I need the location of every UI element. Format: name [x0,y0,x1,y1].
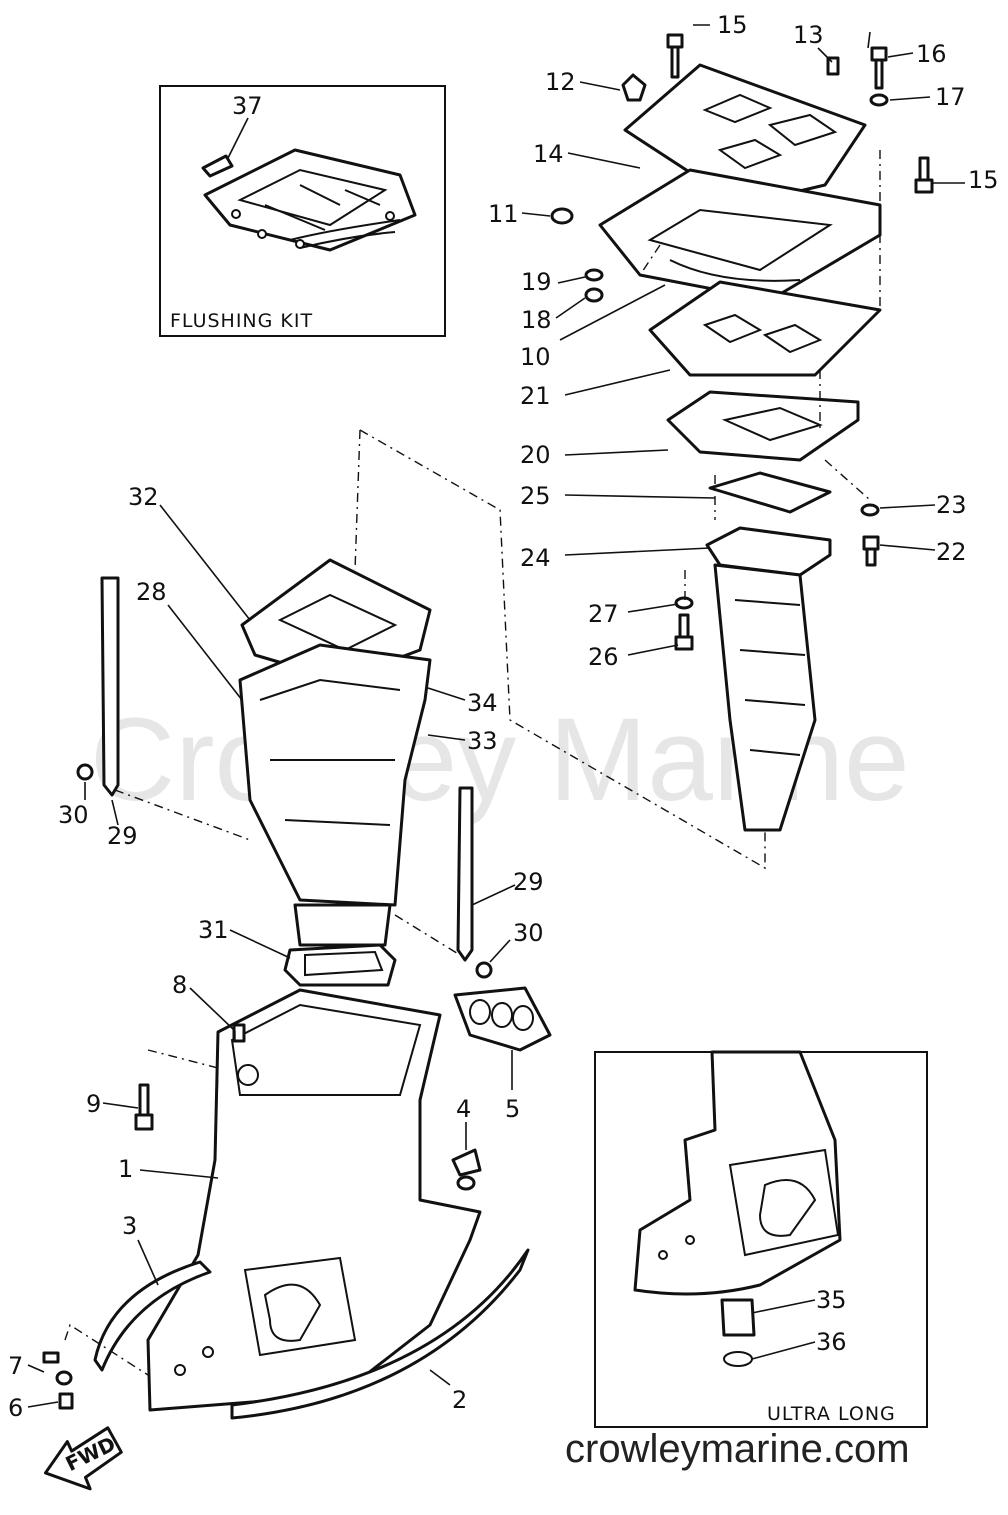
callout-10: 10 [520,343,551,371]
ultra-long-label: ULTRA LONG [767,1403,896,1425]
callout-27: 27 [588,600,619,628]
callout-26: 26 [588,643,619,671]
callout-3: 3 [122,1212,137,1240]
callout-leader-lines [27,24,965,1408]
fwd-arrow: FWD [43,1426,123,1491]
callout-37: 37 [232,92,263,120]
callout-5: 5 [505,1095,520,1123]
callout-35: 35 [816,1286,847,1314]
callout-18: 18 [521,306,552,334]
callout-1: 1 [118,1155,133,1183]
callout-30b: 30 [513,919,544,947]
callout-6: 6 [8,1394,23,1422]
ultra-long-inset: ULTRA LONG [594,1050,928,1428]
callout-8: 8 [172,971,187,999]
callout-22: 22 [936,538,967,566]
callout-30a: 30 [58,801,89,829]
exhaust-guide-assembly [550,33,934,832]
callout-numbers: 1 2 3 4 5 6 7 8 9 10 11 12 13 14 15 15 1… [8,11,999,1422]
callout-25: 25 [520,482,551,510]
callout-31: 31 [198,916,229,944]
callout-36: 36 [816,1328,847,1356]
callout-16: 16 [916,40,947,68]
callout-33: 33 [467,727,498,755]
website-url[interactable]: crowleymarine.com [565,1427,910,1471]
flushing-kit-label: FLUSHING KIT [170,310,313,332]
callout-4: 4 [456,1095,471,1123]
flushing-kit-inset: FLUSHING KIT [159,85,446,337]
rubber-mount-strips [76,576,493,979]
callout-9: 9 [86,1090,101,1118]
callout-12: 12 [545,68,576,96]
callout-7: 7 [8,1352,23,1380]
lower-casing-assembly [42,986,552,1420]
callout-2: 2 [452,1386,467,1414]
callout-19: 19 [521,268,552,296]
callout-13: 13 [793,21,824,49]
upper-casing-assembly [238,429,766,987]
callout-17: 17 [935,83,966,111]
callout-14: 14 [533,140,564,168]
callout-15b: 15 [968,166,999,194]
callout-29a: 29 [107,822,138,850]
callout-21: 21 [520,382,551,410]
callout-32: 32 [128,483,159,511]
callout-24: 24 [520,544,551,572]
callout-29b: 29 [513,868,544,896]
callout-34: 34 [467,689,498,717]
callout-20: 20 [520,441,551,469]
callout-15a: 15 [717,11,748,39]
callout-28: 28 [136,578,167,606]
callout-23: 23 [936,491,967,519]
callout-11: 11 [488,200,519,228]
